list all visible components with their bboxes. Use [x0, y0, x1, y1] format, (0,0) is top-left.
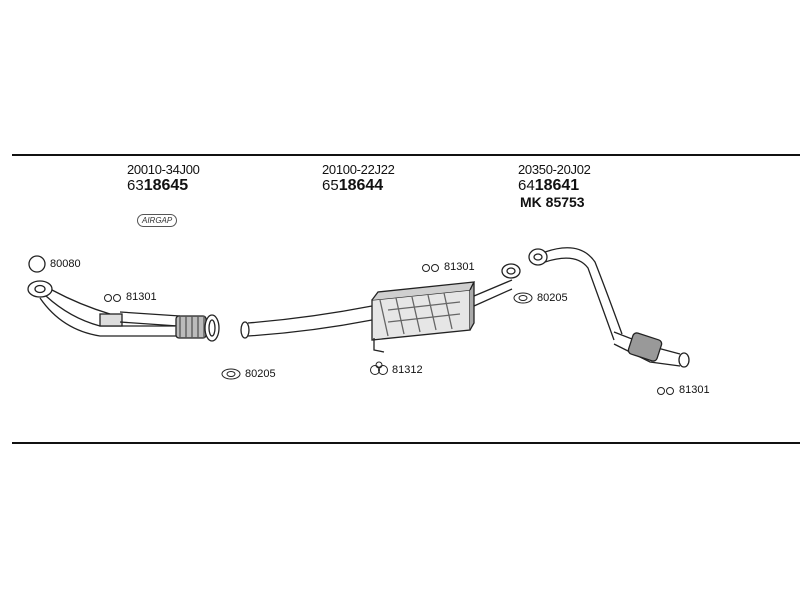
airgap-badge: AIRGAP [137, 214, 178, 227]
callout-80205-rear-label: 80205 [537, 291, 568, 304]
front-pipe-drawing [27, 280, 220, 342]
callout-81301-centre: 81301 [421, 262, 475, 273]
callout-81301-front: 81301 [103, 292, 157, 303]
rear-muffler-drawing [528, 247, 690, 368]
section-3-partno: 6418641 [518, 178, 579, 194]
clamp-pair-icon [421, 263, 441, 273]
section-2-ref: 20100-22J22 [322, 162, 395, 177]
callout-81312-label: 81312 [392, 363, 423, 376]
callout-81301-centre-label: 81301 [444, 261, 475, 273]
callout-80080: 80080 [27, 254, 81, 274]
section-1-ref: 20010-34J00 [127, 162, 200, 177]
section-3-number: 18641 [534, 177, 580, 194]
rubber-hanger-icon [369, 361, 389, 379]
section-3-ref: 20350-20J02 [518, 162, 591, 177]
section-1-number: 18645 [143, 177, 189, 194]
clamp-pair-icon [103, 293, 123, 303]
intermediate-pipe-drawing [240, 305, 373, 339]
callout-81301-front-label: 81301 [126, 291, 157, 303]
callout-80205-front-label: 80205 [245, 367, 276, 380]
section-1-partno: 6318645 [127, 178, 188, 194]
section-2-prefix: 65 [322, 177, 339, 194]
gasket-icon [512, 292, 534, 304]
callout-81312: 81312 [369, 361, 423, 379]
callout-80080-label: 80080 [50, 257, 81, 270]
section-1-prefix: 63 [127, 177, 144, 194]
section-2-number: 18644 [338, 177, 384, 194]
callout-80205-front: 80205 [220, 368, 276, 380]
callout-80205-rear: 80205 [512, 292, 568, 304]
gasket-icon [220, 368, 242, 380]
section-3-mk: MK 85753 [520, 194, 585, 210]
centre-muffler-drawing [371, 263, 521, 353]
ring-icon [27, 254, 47, 274]
callout-81301-rear-label: 81301 [679, 384, 710, 396]
callout-81301-rear: 81301 [656, 385, 710, 396]
clamp-pair-icon [656, 386, 676, 396]
section-2-partno: 6518644 [322, 178, 383, 194]
section-3-prefix: 64 [518, 177, 535, 194]
